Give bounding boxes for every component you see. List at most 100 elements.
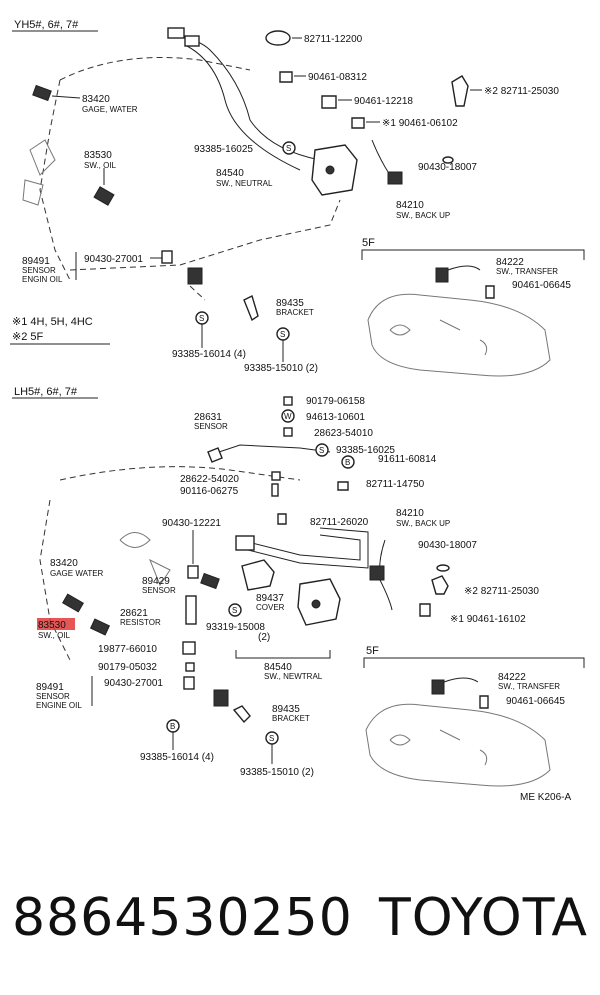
label-90461-06102: ※1 90461-06102 (382, 118, 458, 129)
label-84540-bottom-sub: SW., NEWTRAL (264, 672, 323, 681)
label-19877-66010: 19877-66010 (98, 644, 157, 655)
label-84222-bottom-sub: SW., TRANSFER (498, 682, 560, 691)
gasket-90430-18007-icon (442, 156, 454, 164)
engine-ghost-bottom (119, 532, 171, 587)
label-83420-bottom: 83420 (50, 558, 78, 569)
w-symbol-icon (281, 409, 295, 423)
clip-90461-16102-icon (419, 603, 431, 617)
transfer-wire-top (447, 265, 481, 271)
clip-90461-06645-bottom-icon (479, 695, 489, 709)
label-89437: 89437 (256, 593, 284, 604)
label-90461-06645-top: 90461-06645 (512, 280, 571, 291)
gasket-90430-27001-bottom-icon (183, 676, 195, 690)
label-90430-18007-bottom: 90430-18007 (418, 540, 477, 551)
clamp-82711-25030-bottom-icon (431, 575, 449, 595)
label-82711-14750: 82711-14750 (366, 479, 425, 490)
s-symbol-letter: S (269, 734, 274, 743)
label-90430-18007-top: 90430-18007 (418, 162, 477, 173)
nut-90179-05032-icon (185, 662, 195, 672)
harness-tube (239, 534, 361, 561)
gasket-90430-27001-top-icon (161, 250, 173, 264)
label-89435-bottom: 89435 (272, 704, 300, 715)
backup-wire-top (371, 139, 391, 176)
figure-code: ME K206-A (520, 792, 571, 803)
label-83530-top-sub: SW., OIL (84, 161, 117, 170)
clamp-82711-25030-icon (451, 75, 469, 107)
label-89491-bottom-sub2: ENGINE OIL (36, 701, 82, 710)
label-28621-sub: RESISTOR (120, 618, 161, 627)
sensor-harness (209, 444, 331, 456)
backup-switch-84210-bottom-icon (369, 565, 385, 581)
s-symbol-letter: S (232, 606, 237, 615)
transfer-case-top-outline (367, 293, 551, 377)
label-90461-16102: ※1 90461-16102 (450, 614, 526, 625)
label-84540-top-sub: SW., NEUTRAL (216, 179, 273, 188)
label-84222-top: 84222 (496, 257, 524, 268)
bottom-inset-bracket (363, 657, 585, 668)
oil-switch-83530-top-icon (93, 186, 115, 206)
gasket-90430-12221-icon (187, 565, 199, 579)
engine-outline-top (59, 57, 251, 81)
label-82711-12200: 82711-12200 (304, 34, 363, 45)
label-90179-05032: 90179-05032 (98, 662, 157, 673)
label-28631: 28631 (194, 412, 222, 423)
s-symbol-letter: S (286, 144, 291, 153)
label-89491-top: 89491 (22, 256, 50, 267)
leader-dash (189, 285, 206, 301)
part-19877-66010-icon (182, 641, 196, 655)
label-90430-27001-top: 90430-27001 (84, 254, 143, 265)
bottom-section-header: LH5#, 6#, 7# (14, 386, 78, 398)
label-84210-top-sub: SW., BACK UP (396, 211, 450, 220)
clip-90461-06645-top-icon (485, 285, 495, 299)
engine-outline-top-left (39, 79, 71, 281)
bolt-90116-06275-icon (271, 483, 279, 497)
label-94613-10601: 94613-10601 (306, 412, 365, 423)
label-89491-top-sub1: SENSOR (22, 266, 56, 275)
transfer-case-bottom-detail (389, 729, 488, 766)
label-90461-06645-bottom: 90461-06645 (506, 696, 565, 707)
label-93385-16025-bottom: 93385-16025 (336, 445, 395, 456)
harness-wire-top (174, 34, 321, 161)
bottom-inset-label: 5F (366, 645, 379, 657)
switch-bolt-bottom (311, 599, 321, 609)
b-symbol-icon (341, 455, 355, 469)
label-83530-top: 83530 (84, 150, 112, 161)
top-inset-bracket (361, 249, 585, 260)
bracket-84540 (235, 650, 331, 659)
label-90430-12221: 90430-12221 (162, 518, 221, 529)
label-84222-bottom: 84222 (498, 672, 526, 683)
engine-outline-bottom-left (39, 499, 71, 661)
label-84222-top-sub: SW., TRANSFER (496, 267, 558, 276)
label-28622-54020: 28622-54020 (180, 474, 239, 485)
clip-90461-06102-icon (351, 117, 365, 129)
engine-ghost-shapes (22, 139, 56, 206)
switch-bolt (325, 165, 335, 175)
clip-90461-12218-icon (321, 95, 337, 109)
transfer-switch-84222-bottom-icon (431, 679, 445, 695)
sensor-28631-icon (207, 447, 223, 463)
top-section-header: YH5#, 6#, 7# (14, 19, 79, 31)
label-89491-bottom: 89491 (36, 682, 64, 693)
part-28623-54010-icon (283, 427, 293, 437)
label-83420-top: 83420 (82, 94, 110, 105)
connector-top-2 (184, 35, 200, 47)
transfer-case-bottom-outline (365, 703, 551, 787)
label-84210-bottom: 84210 (396, 508, 424, 519)
engine-outline-bottom (59, 466, 301, 481)
backup-switch-84210-top-icon (387, 171, 403, 185)
label-90116-06275: 90116-06275 (180, 486, 239, 497)
transfer-switch-84222-top-icon (435, 267, 449, 283)
label-83530-bottom: 83530 (38, 620, 66, 631)
label-91611-60814: 91611-60814 (378, 454, 437, 465)
gasket-90430-18007-bottom-icon (436, 564, 450, 572)
s-symbol-letter: S (199, 314, 204, 323)
resistor-28621-icon (185, 595, 197, 625)
label-84540-top: 84540 (216, 168, 244, 179)
oil-sensor-89491-bottom-icon (213, 689, 229, 707)
label-83530-bottom-sub: SW., OIL (38, 631, 71, 640)
label-93385-16014-bottom: 93385-16014 (4) (140, 752, 214, 763)
s-symbol-icon (282, 141, 296, 155)
clamp-82711-26020-icon (277, 513, 287, 525)
s-symbol-letter: S (280, 330, 285, 339)
cover-89437-icon (241, 559, 275, 591)
